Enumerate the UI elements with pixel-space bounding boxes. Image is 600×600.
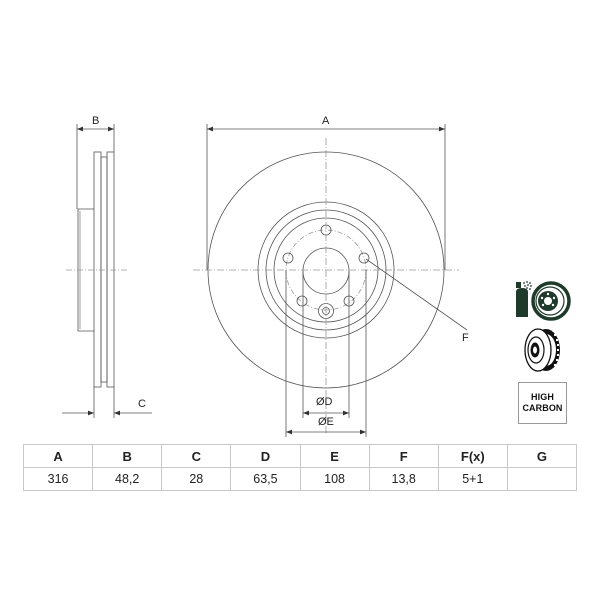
dimension-label-f: F (462, 332, 469, 344)
value-b: 48,2 (92, 467, 163, 491)
value-d: 63,5 (230, 467, 301, 491)
value-c: 28 (161, 467, 232, 491)
header-f: F (368, 444, 439, 468)
value-f: 13,8 (368, 467, 439, 491)
high-carbon-line1: HIGH (531, 392, 554, 402)
dimension-label-a: A (322, 115, 330, 127)
vented-disc-icon (524, 328, 560, 372)
dimension-label-b: B (92, 115, 100, 127)
dimension-label-d: ØD (316, 396, 333, 408)
anti-corrosion-coating-icon (516, 281, 571, 321)
value-e: 108 (299, 467, 370, 491)
front-view (193, 124, 468, 437)
value-g (506, 467, 578, 491)
side-view (62, 124, 152, 418)
header-c: C (161, 444, 232, 468)
header-a: A (22, 444, 94, 468)
dimension-label-c: C (138, 398, 146, 410)
value-a: 316 (22, 467, 94, 491)
header-d: D (230, 444, 301, 468)
spec-table-value-row: 316 48,2 28 63,5 108 13,8 5+1 (22, 467, 578, 491)
header-e: E (299, 444, 370, 468)
value-fx: 5+1 (437, 467, 508, 491)
header-g: G (506, 444, 578, 468)
high-carbon-line2: CARBON (522, 403, 563, 413)
header-b: B (92, 444, 163, 468)
spec-table: A B C D E F F(x) G 316 48,2 28 63,5 108 … (22, 444, 578, 491)
high-carbon-badge: HIGH CARBON (518, 382, 567, 424)
dimension-label-e: ØE (318, 416, 334, 428)
header-fx: F(x) (437, 444, 508, 468)
spec-table-header-row: A B C D E F F(x) G (22, 444, 578, 468)
